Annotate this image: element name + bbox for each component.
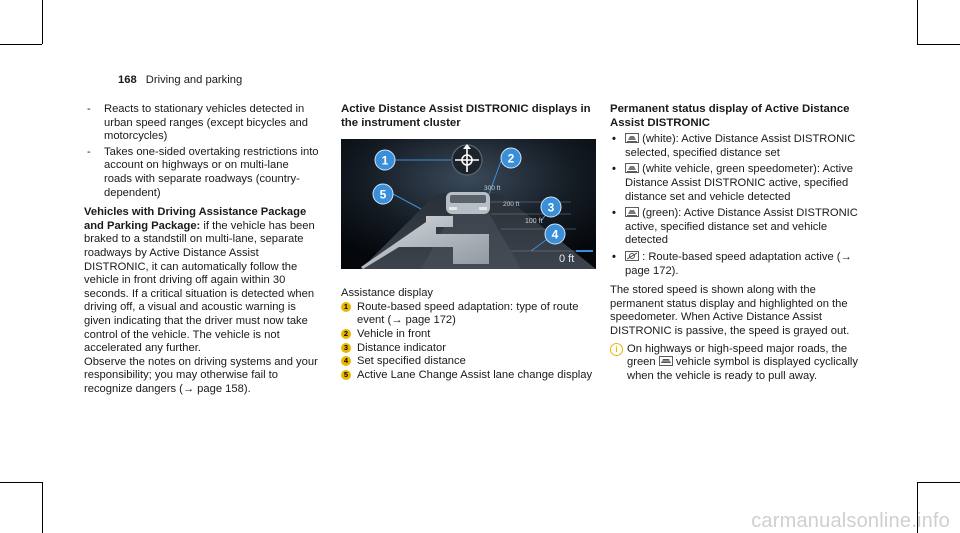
page-header: 168 Driving and parking (118, 74, 242, 88)
callout-5: 5 (372, 183, 394, 205)
section-title: Driving and parking (145, 74, 243, 86)
section-heading: Permanent status display of Active Dista… (610, 103, 850, 129)
instrument-cluster-graphic: 1 2 3 4 5 300 ft 200 ft 100 ft 0 ft (341, 139, 596, 270)
legend-number: 2 (341, 328, 351, 339)
crop-mark (917, 44, 960, 45)
list-item: Takes one-sided overtaking restrictions … (84, 146, 319, 200)
callout-line (392, 193, 422, 210)
section-heading: Active Distance Assist DISTRONIC display… (341, 103, 591, 129)
distance-label-0: 0 ft (559, 253, 574, 265)
legend-number: 3 (341, 342, 351, 353)
green-vehicle-icon (658, 356, 673, 366)
svg-text:4: 4 (552, 228, 559, 242)
svg-text:3: 3 (548, 201, 555, 215)
distance-label-200: 200 ft (503, 201, 519, 208)
callout-4: 4 (544, 223, 566, 245)
column-middle: Active Distance Assist DISTRONIC display… (341, 103, 596, 382)
svg-text:2: 2 (508, 152, 515, 166)
figure-caption: Assistance display (341, 287, 434, 300)
callout-3: 3 (540, 196, 562, 218)
page-number: 168 (118, 74, 137, 86)
stored-speed-paragraph: The stored speed is shown along with the… (610, 284, 850, 337)
callout-line (488, 161, 502, 195)
list-item: Reacts to stationary vehicles detected i… (84, 103, 319, 144)
package-label: Vehicles with Driving Assistance Package… (84, 206, 307, 232)
vehicle-window (450, 195, 486, 204)
legend-number: 1 (341, 301, 351, 312)
package-text: if the vehicle has been braked to a stan… (84, 219, 315, 355)
distance-label-100: 100 ft (525, 218, 543, 225)
crop-mark (917, 482, 960, 483)
callout-2: 2 (500, 147, 522, 169)
legend-number: 4 (341, 356, 351, 367)
crop-mark (0, 44, 42, 45)
list-item: (green): Active Distance Assist DISTRONI… (610, 207, 872, 248)
crop-mark (917, 0, 918, 44)
watermark: carmanualsonline.info (751, 510, 950, 533)
route-event-glyph (463, 144, 471, 150)
column-left: Reacts to stationary vehicles detected i… (84, 103, 319, 396)
svg-text:1: 1 (382, 154, 389, 168)
list-item: (white vehicle, green speedometer): Acti… (610, 163, 872, 204)
distronic-green-icon (625, 207, 639, 218)
crop-mark (0, 482, 42, 483)
crop-mark (917, 482, 918, 533)
lane-change-arrow-icon (361, 216, 489, 270)
list-item: : Route-based speed adaptation active (→… (610, 251, 872, 278)
callout-1: 1 (374, 149, 396, 171)
vehicle-light (479, 207, 487, 211)
vehicle-light (449, 207, 457, 211)
package-paragraph: Vehicles with Driving Assistance Package… (84, 206, 319, 356)
distronic-white-icon (625, 133, 639, 144)
route-speed-adaptation-icon (625, 251, 639, 261)
info-icon: i (610, 342, 623, 356)
distance-label-300: 300 ft (484, 185, 500, 192)
crop-mark (42, 482, 43, 533)
list-item: (white): Active Distance Assist DISTRONI… (610, 133, 872, 160)
note: i On highways or high-speed major roads,… (610, 342, 872, 384)
distronic-vehicle-icon (625, 163, 639, 174)
column-right: Permanent status display of Active Dista… (610, 103, 872, 383)
observe-paragraph: Observe the notes on driving systems and… (84, 355, 318, 395)
svg-text:5: 5 (380, 188, 387, 202)
crop-mark (42, 0, 43, 44)
assistance-display-figure: 1 2 3 4 5 300 ft 200 ft 100 ft 0 ft (341, 139, 596, 270)
legend-number: 5 (341, 369, 351, 380)
